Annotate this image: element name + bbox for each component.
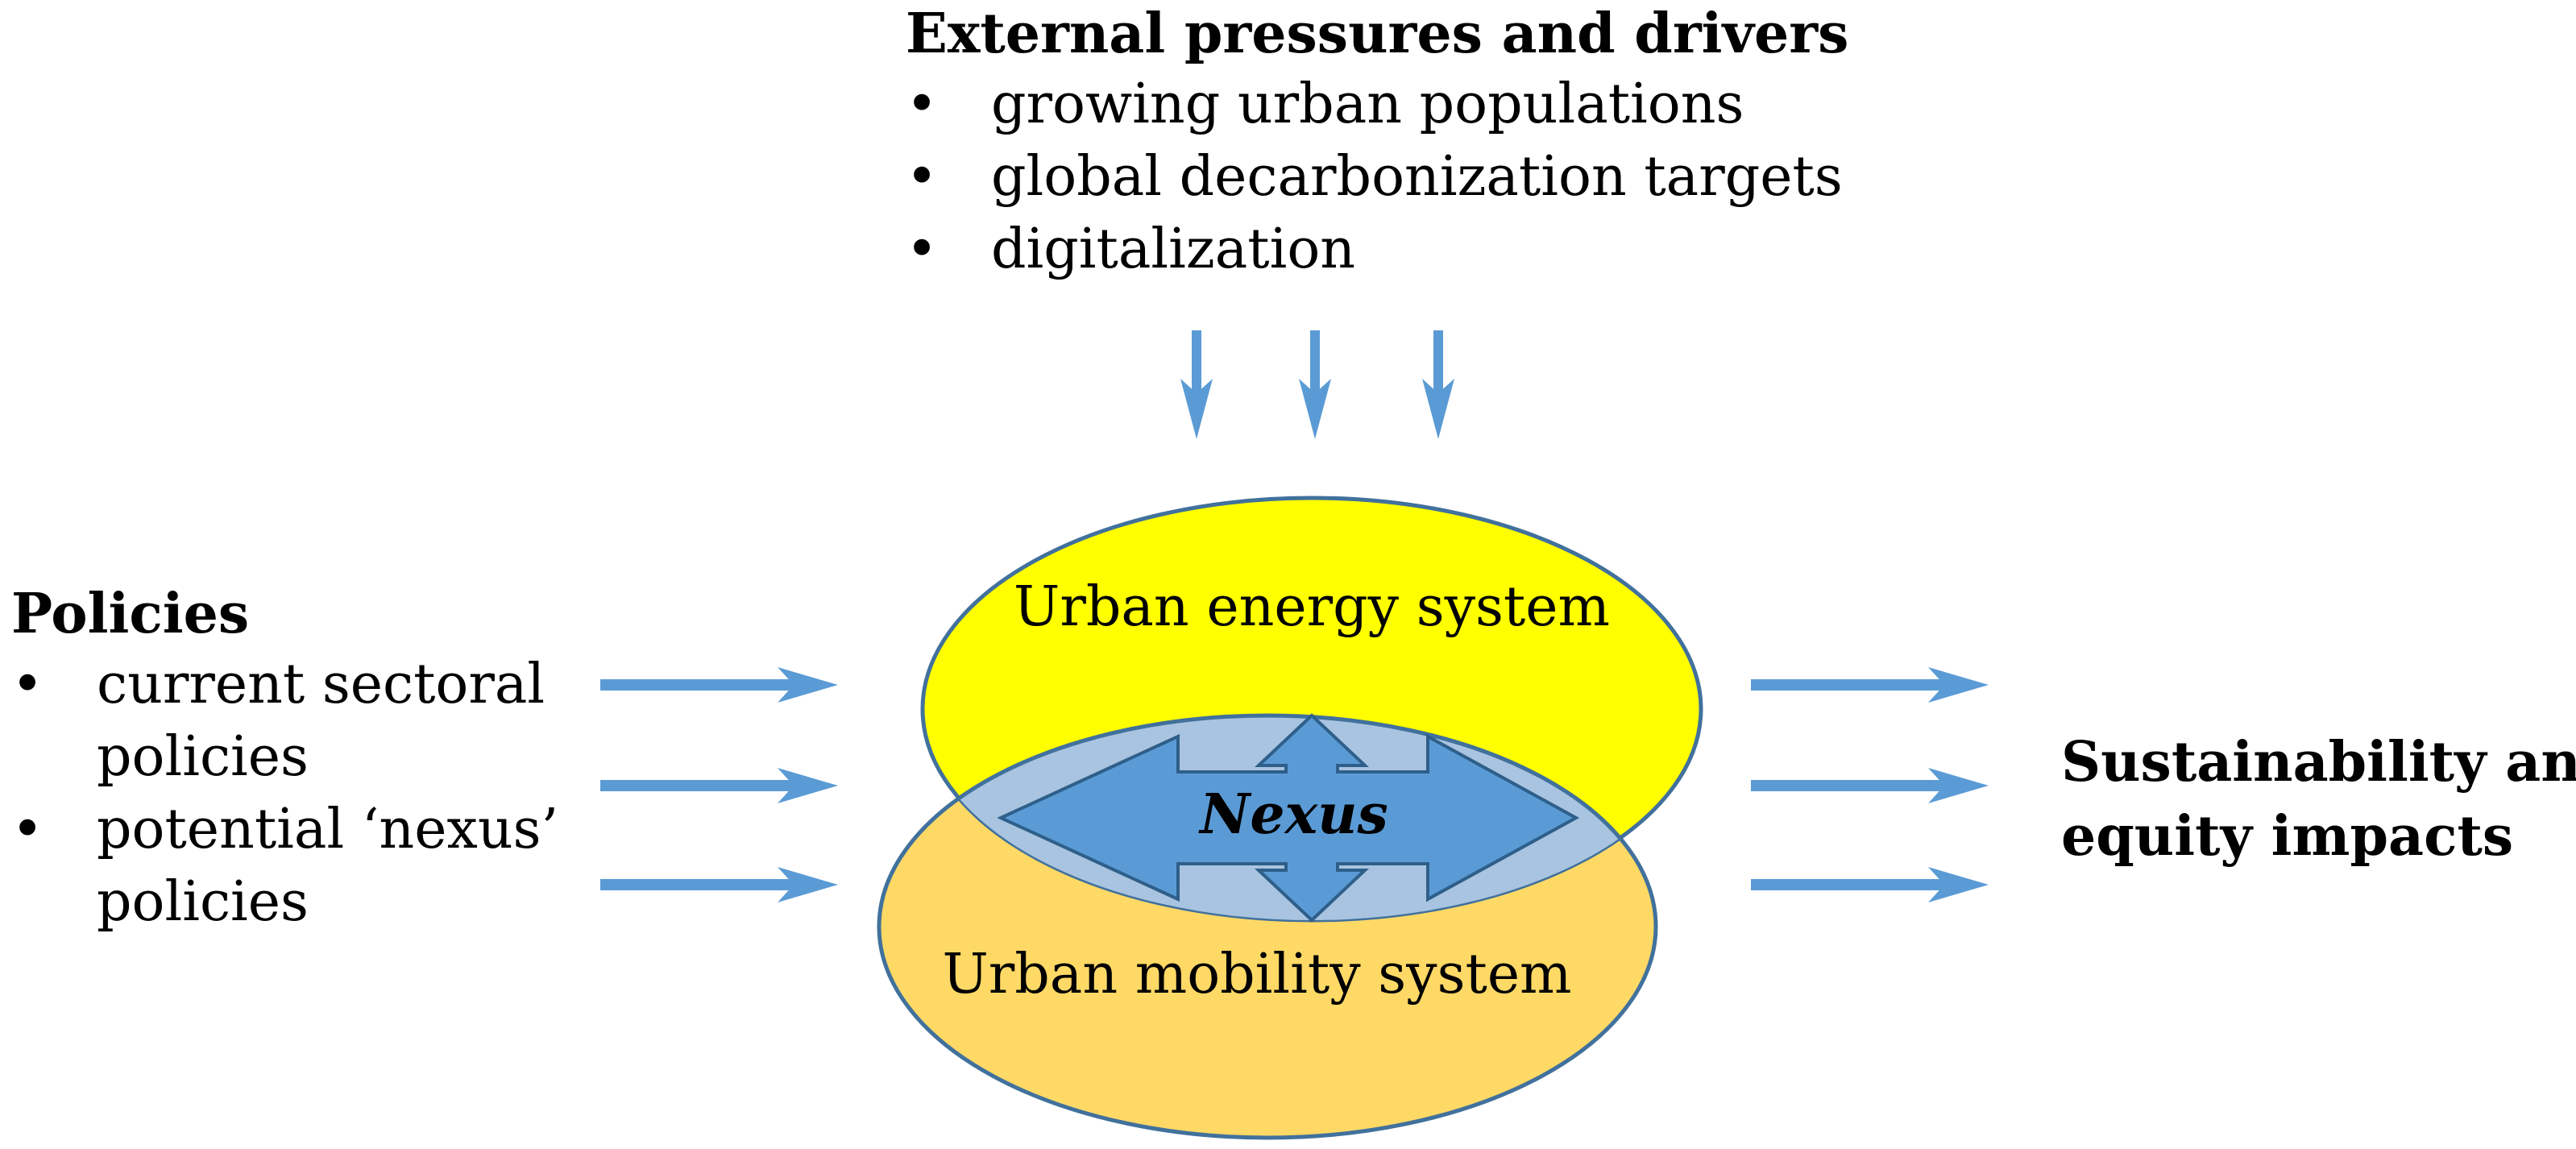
arrow-right-icon (1751, 768, 1989, 803)
arrow-right-icon (1751, 667, 1989, 703)
policy-item-line1: current sectoral (97, 653, 545, 716)
policy-item-line2: policies (97, 870, 309, 934)
impact-arrows-group (1751, 667, 1989, 902)
bullet-icon: • (906, 145, 939, 209)
policy-item-line1: potential ‘nexus’ (97, 798, 559, 861)
driver-item-text: growing urban populations (991, 73, 1744, 136)
bullet-icon: • (906, 73, 939, 136)
energy-system-label: Urban energy system (1014, 575, 1610, 639)
four-way-arrow-icon (997, 713, 1580, 923)
impacts-line1: Sustainability and (2061, 730, 2576, 794)
driver-item-text: global decarbonization targets (991, 145, 1843, 209)
arrow-down-icon (1180, 330, 1213, 439)
overlap-outline (923, 713, 1658, 920)
arrow-down-icon (1299, 330, 1331, 439)
policies-heading: Policies (11, 582, 250, 646)
list-item: • digitalization (906, 218, 1355, 281)
mobility-system-label: Urban mobility system (942, 943, 1571, 1006)
list-item-continuation: policies (97, 725, 309, 789)
bullet-icon: • (906, 218, 939, 281)
arrow-right-icon (600, 667, 838, 703)
policy-item-line2: policies (97, 725, 309, 789)
impacts-heading: Sustainability and equity impacts (2061, 725, 2576, 873)
driver-item-text: digitalization (991, 218, 1356, 281)
list-item-continuation: policies (97, 870, 309, 934)
bullet-icon: • (11, 798, 44, 861)
impacts-line2: equity impacts (2061, 804, 2514, 869)
arrow-right-icon (600, 867, 838, 902)
arrow-right-icon (600, 768, 838, 803)
arrow-right-icon (1751, 867, 1989, 902)
driver-arrows-group (1180, 330, 1454, 439)
list-item: • growing urban populations (906, 73, 1744, 136)
list-item: • current sectoral (11, 653, 545, 716)
list-item: • global decarbonization targets (906, 145, 1843, 209)
policy-arrows-group (600, 667, 838, 902)
arrow-down-icon (1422, 330, 1454, 439)
external-pressures-heading: External pressures and drivers (906, 2, 1849, 66)
bullet-icon: • (11, 653, 44, 716)
list-item: • potential ‘nexus’ (11, 798, 558, 861)
nexus-label: Nexus (1198, 782, 1388, 847)
